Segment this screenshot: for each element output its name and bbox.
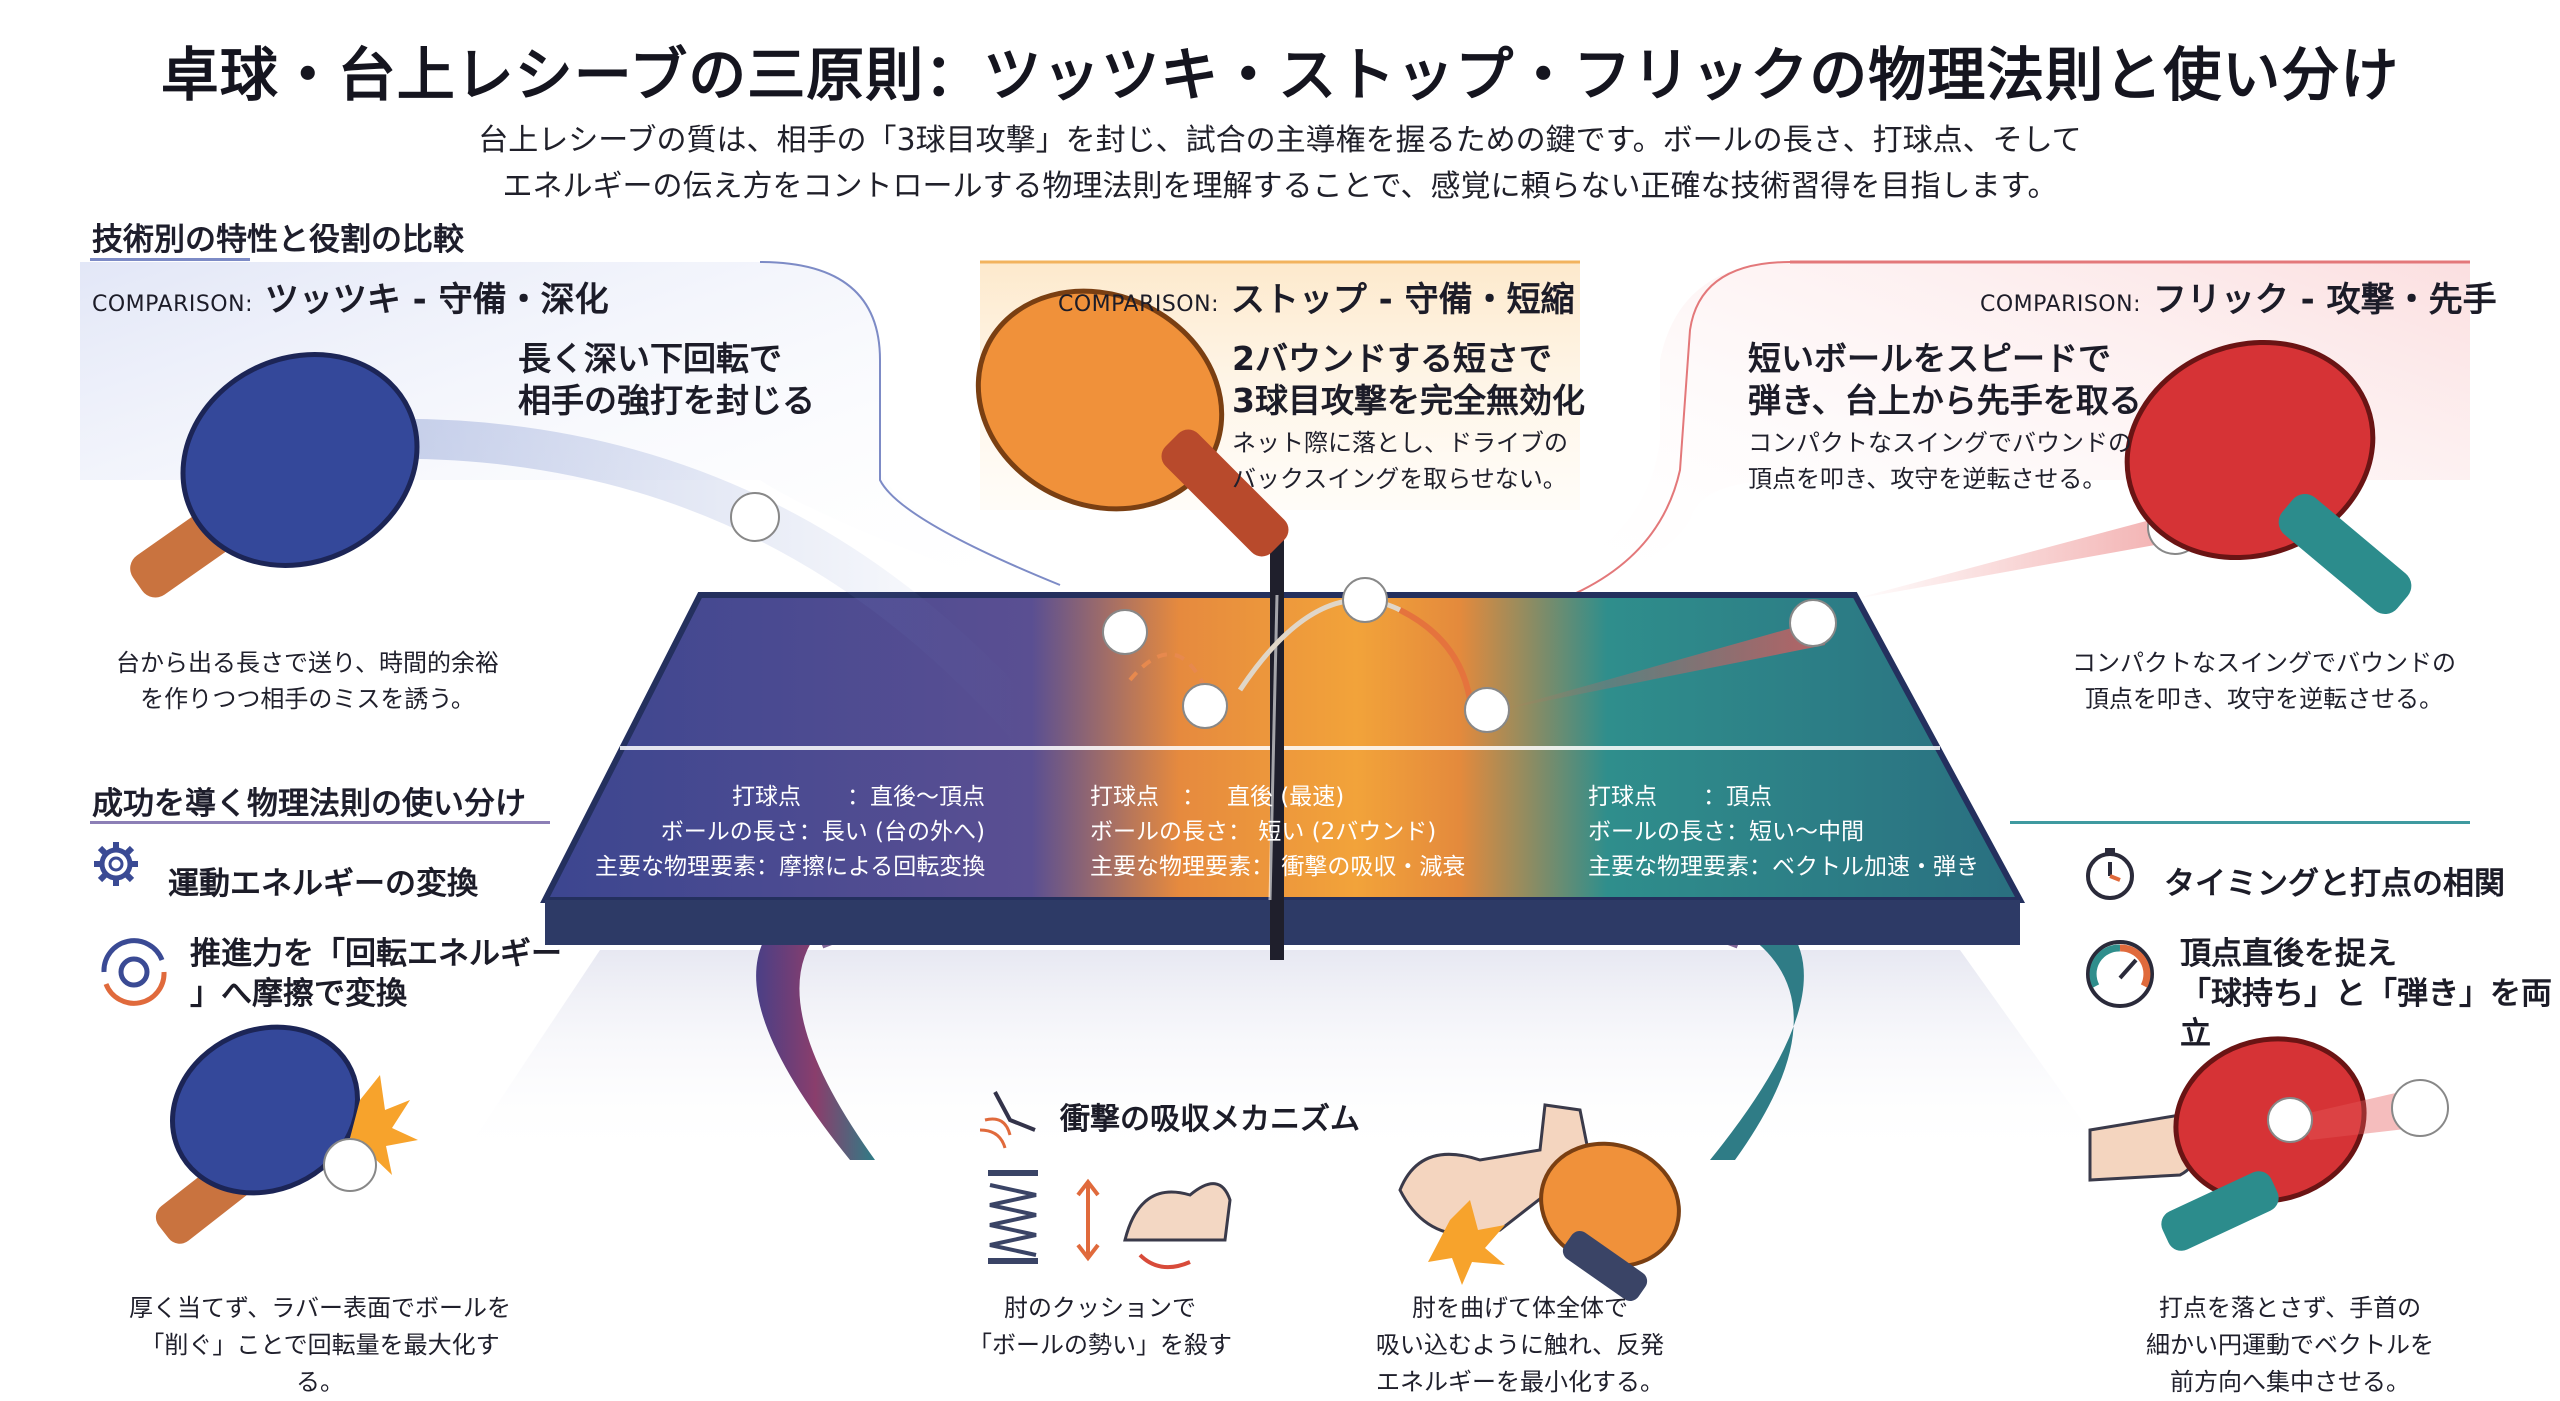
- section-compare-heading: 技術別の特性と役割の比較: [92, 222, 464, 258]
- elbow-cushion-caption-line-2: 「ボールの勢い」を殺す: [968, 1331, 1232, 1359]
- energy-desc-line-1: 推進力を「回転エネルギー: [190, 936, 562, 972]
- table-row: 打球点 ：頂点: [1588, 784, 1772, 810]
- tsutsuki-headline: 長く深い下回転で 相手の強打を封じる: [518, 338, 815, 422]
- tsutsuki-panel: [80, 262, 1060, 600]
- table-row: 打球点 ： 直後 (最速): [1090, 784, 1345, 810]
- stop-note-line-2: バックスイングを取らせない。: [1232, 465, 1567, 493]
- apex-desc-line-1: 頂点直後を捉え: [2180, 936, 2397, 972]
- flick-comparison-label: COMPARISON: フリック - 攻撃・先手: [1980, 272, 2497, 321]
- spring-icon: [988, 1170, 1100, 1264]
- wrist-caption-line-1: 打点を落とさず、手首の: [2158, 1294, 2422, 1322]
- energy-conversion-desc: 推進力を「回転エネルギー 」へ摩擦で変換: [190, 934, 562, 1014]
- energy-conversion-title: 運動エネルギーの変換: [168, 866, 478, 902]
- table-row: 主要な物理要素： 衝撃の吸収・減衰: [1090, 854, 1466, 880]
- shock-absorb-title: 衝撃の吸収メカニズム: [1060, 1102, 1360, 1137]
- rubber-friction-illustration: [155, 1024, 418, 1244]
- stop-name: ストップ - 守備・短縮: [1230, 280, 1575, 320]
- tsutsuki-note-line-2: を作りつつ相手のミスを誘う。: [140, 685, 475, 713]
- stop-headline: 2バウンドする短さで 3球目攻撃を完全無効化: [1232, 338, 1585, 422]
- wrist-flick-illustration: [2088, 1036, 2449, 1251]
- right-side-note-line-2: 頂点を叩き、攻守を逆転させる。: [2084, 685, 2444, 713]
- comparison-prefix: COMPARISON:: [1058, 292, 1219, 317]
- apex-desc: 頂点直後を捉え 「球持ち」と「弾き」を両立: [2180, 934, 2560, 1054]
- flick-note-line-1: コンパクトなスイングでバウンドの: [1748, 429, 2132, 457]
- right-side-note-line-1: コンパクトなスイングでバウンドの: [2072, 649, 2456, 677]
- wrist-caption-line-2: 細かい円運動でベクトルを: [2146, 1331, 2434, 1359]
- friction-caption: 厚く当てず、ラバー表面でボールを 「削ぐ」ことで回転量を最大化する。: [120, 1290, 520, 1401]
- stop-headline-line-2: 3球目攻撃を完全無効化: [1232, 381, 1585, 420]
- arm-cushion-icon: [1123, 1182, 1232, 1270]
- body-absorb-caption-line-2: 吸い込むように触れ、反発: [1375, 1331, 1665, 1359]
- table-leg-left: [756, 930, 875, 1160]
- wrist-caption-line-3: 前方向へ集中させる。: [2170, 1368, 2410, 1396]
- elbow-bend-illustration: [1398, 1103, 1681, 1301]
- flick-headline-line-2: 弾き、台上から先手を取る: [1748, 381, 2142, 420]
- stop-headline-line-1: 2バウンドする短さで: [1232, 339, 1552, 378]
- tsutsuki-note-line-1: 台から出る長さで送り、時間的余裕: [116, 649, 500, 677]
- wrist-caption: 打点を落とさず、手首の 細かい円運動でベクトルを 前方向へ集中させる。: [2110, 1290, 2470, 1401]
- subtitle-line-2: エネルギーの伝え方をコントロールする物理法則を理解することで、感覚に頼らない正確…: [502, 169, 2058, 204]
- tsutsuki-headline-line-2: 相手の強打を封じる: [518, 381, 815, 420]
- paddle-orange-icon: [975, 288, 1289, 557]
- table-row: ボールの長さ： 短い (2バウンド): [1090, 819, 1437, 845]
- flick-headline-line-1: 短いボールをスピードで: [1748, 339, 2111, 378]
- right-side-note: コンパクトなスイングでバウンドの 頂点を叩き、攻守を逆転させる。: [2072, 645, 2456, 717]
- tsutsuki-note: 台から出る長さで送り、時間的余裕 を作りつつ相手のミスを誘う。: [116, 645, 499, 717]
- energy-desc-line-2: 」へ摩擦で変換: [190, 976, 407, 1012]
- flick-headline: 短いボールをスピードで 弾き、台上から先手を取る: [1748, 338, 2142, 422]
- stop-comparison-label: COMPARISON: ストップ - 守備・短縮: [1058, 272, 1575, 321]
- body-absorb-caption-line-3: エネルギーを最小化する。: [1376, 1368, 1664, 1396]
- stop-note-line-1: ネット際に落とし、ドライブの: [1232, 429, 1568, 457]
- friction-caption-line-1: 厚く当てず、ラバー表面でボールを: [128, 1294, 512, 1322]
- comparison-prefix: COMPARISON:: [92, 292, 253, 317]
- flick-note: コンパクトなスイングでバウンドの 頂点を叩き、攻守を逆転させる。: [1748, 425, 2132, 497]
- page-subtitle: 台上レシーブの質は、相手の「3球目攻撃」を封じ、試合の主導権を握るための鍵です。…: [0, 118, 2560, 210]
- gauge-icon: [2086, 940, 2154, 1008]
- comparison-prefix: COMPARISON:: [1980, 292, 2141, 317]
- section-physics-heading: 成功を導く物理法則の使い分け: [92, 786, 526, 822]
- stopwatch-icon: [2086, 848, 2134, 900]
- tsutsuki-headline-line-1: 長く深い下回転で: [518, 339, 782, 378]
- paddle-blue-icon: [130, 352, 420, 598]
- gear-icon: [94, 842, 138, 886]
- tsutsuki-name: ツッツキ - 守備・深化: [264, 280, 609, 320]
- page-title: 卓球・台上レシーブの三原則：ツッツキ・ストップ・フリックの物理法則と使い分け: [160, 41, 2400, 109]
- paddle-red-icon: [2124, 339, 2412, 615]
- flick-name: フリック - 攻撃・先手: [2152, 280, 2497, 320]
- table-row: 打球点 ：直後〜頂点: [732, 784, 985, 810]
- flick-note-line-2: 頂点を叩き、攻守を逆転させる。: [1748, 465, 2107, 493]
- timing-title: タイミングと打点の相関: [2164, 866, 2505, 902]
- flick-table-data: 打球点 ：頂点 ボールの長さ：短い〜中間 主要な物理要素：ベクトル加速・弾き: [1588, 780, 2008, 885]
- apex-desc-line-2: 「球持ち」と「弾き」を両立: [2180, 976, 2552, 1052]
- friction-caption-line-2: 「削ぐ」ことで回転量を最大化する。: [140, 1331, 500, 1396]
- elbow-cushion-caption: 肘のクッションで 「ボールの勢い」を殺す: [940, 1290, 1260, 1364]
- stop-note: ネット際に落とし、ドライブの バックスイングを取らせない。: [1232, 425, 1568, 497]
- subtitle-line-1: 台上レシーブの質は、相手の「3球目攻撃」を封じ、試合の主導権を握るための鍵です。…: [478, 123, 2082, 158]
- tsutsuki-table-data: 打球点 ：直後〜頂点 ボールの長さ：長い (台の外へ) 主要な物理要素：摩擦によ…: [595, 780, 985, 885]
- table-row: 主要な物理要素：ベクトル加速・弾き: [1588, 854, 1979, 880]
- table-net-post: [1270, 520, 1284, 960]
- body-absorb-caption-line-1: 肘を曲げて体全体で: [1412, 1294, 1628, 1322]
- table-leg-right: [1710, 930, 1804, 1160]
- body-absorb-caption: 肘を曲げて体全体で 吸い込むように触れ、反発 エネルギーを最小化する。: [1360, 1290, 1680, 1401]
- rotation-gear-icon: [101, 938, 167, 1006]
- tsutsuki-comparison-label: COMPARISON: ツッツキ - 守備・深化: [92, 272, 609, 321]
- table-row: ボールの長さ：短い〜中間: [1588, 819, 1864, 845]
- stop-table-data: 打球点 ： 直後 (最速) ボールの長さ： 短い (2バウンド) 主要な物理要素…: [1090, 780, 1510, 885]
- shock-absorb-icon: [979, 1091, 1036, 1149]
- table-row: ボールの長さ：長い (台の外へ): [660, 819, 985, 845]
- flick-trail: [1500, 620, 1825, 710]
- table-row: 主要な物理要素：摩擦による回転変換: [595, 854, 986, 880]
- elbow-cushion-caption-line-1: 肘のクッションで: [1004, 1294, 1196, 1322]
